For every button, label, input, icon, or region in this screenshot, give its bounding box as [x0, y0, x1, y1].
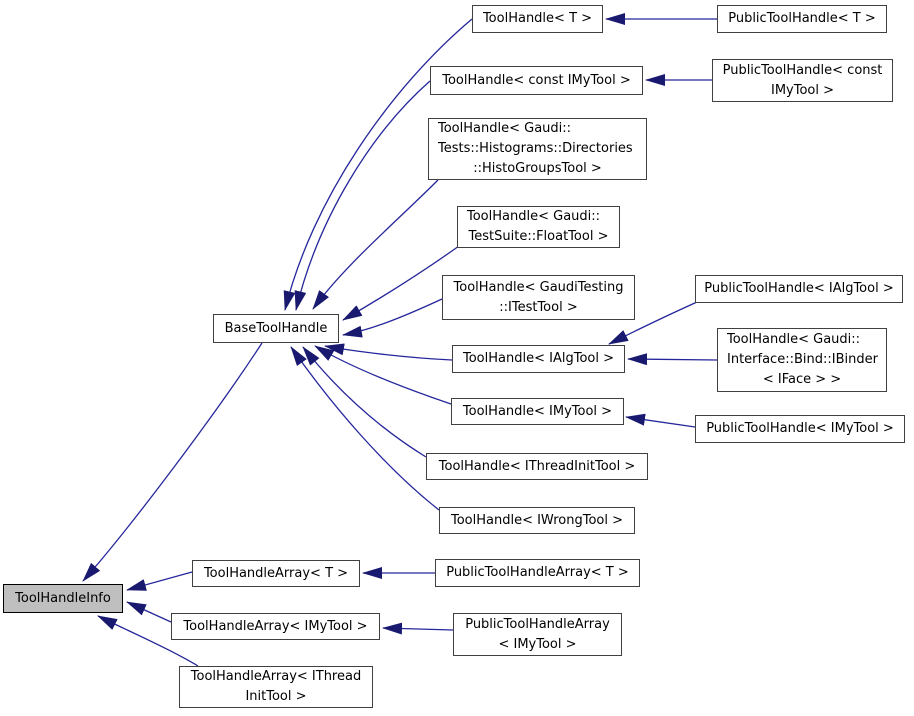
class-node-label-line: ToolHandleArray< IThread [190, 669, 362, 684]
inheritance-edge-tool-handle-itest-tool--to--base-tool-handle [342, 298, 443, 338]
class-node-tool-handle-array-t[interactable]: ToolHandleArray< T > [192, 560, 360, 587]
class-node-label-line: ToolHandleArray< T > [203, 565, 349, 581]
class-node-public-tool-handle-imytool[interactable]: PublicToolHandle< IMyTool > [695, 415, 905, 443]
inheritance-edge-tool-handle-ibinder-iface--to--tool-handle-ialgtool [627, 353, 718, 366]
inheritance-edge-tool-handle-array-t--to--tool-handle-info [126, 571, 193, 591]
class-node-label-line: PublicToolHandleArray< T > [446, 565, 629, 580]
class-node-label-line: PublicToolHandle< IAlgTool > [704, 281, 894, 296]
class-node-tool-handle-const-imytool[interactable]: ToolHandle< const IMyTool > [430, 66, 643, 95]
inheritance-edge-tool-handle-ialgtool--to--base-tool-handle [324, 343, 453, 361]
inheritance-edge-tool-handle-const-imytool--to--base-tool-handle [294, 80, 431, 311]
class-node-public-tool-handle-ialgtool[interactable]: PublicToolHandle< IAlgTool > [695, 275, 903, 303]
class-node-tool-handle-t[interactable]: ToolHandle< T > [472, 5, 603, 33]
inheritance-edge-tool-handle-array-imytool--to--tool-handle-info [126, 601, 172, 623]
class-node-tool-handle-float-tool[interactable]: ToolHandle< Gaudi::TestSuite::FloatTool … [457, 206, 620, 248]
class-node-tool-handle-ithread-init-tool[interactable]: ToolHandle< IThreadInitTool > [426, 453, 648, 480]
class-node-label-line: InitTool > [245, 689, 307, 704]
class-node-label-line: Tests::Histograms::Directories [438, 141, 633, 156]
class-node-label-line: ToolHandle< GaudiTesting [453, 279, 624, 295]
class-node-label-line: BaseToolHandle [224, 320, 328, 336]
class-node-label-line: ToolHandle< IMyTool > [462, 403, 613, 419]
class-node-label-line: TestSuite::FloatTool > [468, 229, 609, 244]
inheritance-edge-tool-handle-float-tool--to--base-tool-handle [342, 245, 460, 321]
class-node-tool-handle-ibinder-iface[interactable]: ToolHandle< Gaudi::Interface::Bind::IBin… [717, 328, 887, 392]
class-node-tool-handle-itest-tool[interactable]: ToolHandle< GaudiTesting::ITestTool > [442, 275, 635, 320]
class-node-label-line: ToolHandle< const IMyTool > [442, 72, 631, 88]
class-node-label-line: ToolHandle< IAlgTool > [463, 351, 614, 366]
class-node-tool-handle-imytool[interactable]: ToolHandle< IMyTool > [451, 398, 624, 425]
class-node-public-tool-handle-t[interactable]: PublicToolHandle< T > [717, 5, 887, 33]
inheritance-edge-base-tool-handle--to--tool-handle-info [82, 342, 263, 582]
inheritance-edge-public-tool-handle-array-imytool--to--tool-handle-array-imytool [382, 622, 454, 635]
class-node-label-line: PublicToolHandle< T > [728, 11, 876, 26]
class-node-tool-handle-iwrong-tool[interactable]: ToolHandle< IWrongTool > [439, 507, 635, 534]
class-node-label-line: ToolHandle< Gaudi:: [467, 209, 601, 224]
class-node-label-line: < IFace > > [762, 372, 842, 387]
class-node-label-line: Interface::Bind::IBinder [727, 352, 878, 367]
class-node-label-line: ToolHandle< IThreadInitTool > [438, 458, 636, 474]
class-node-label-line: ToolHandle< Gaudi:: [438, 121, 572, 136]
inheritance-edge-public-tool-handle-ialgtool--to--tool-handle-ialgtool [608, 301, 698, 345]
inheritance-edge-public-tool-handle-imytool--to--tool-handle-imytool [625, 413, 696, 428]
inheritance-edge-tool-handle-ithread-init-tool--to--base-tool-handle [302, 346, 427, 458]
class-node-label-line: ToolHandleArray< IMyTool > [183, 618, 368, 634]
edges-group [82, 12, 718, 667]
class-node-label-line: ::HistoGroupsTool > [473, 161, 602, 176]
class-node-tool-handle-ialgtool[interactable]: ToolHandle< IAlgTool > [452, 345, 625, 373]
class-node-label-line: ToolHandle< T > [482, 11, 593, 26]
inheritance-edge-tool-handle-t--to--base-tool-handle [283, 18, 473, 311]
inheritance-edge-tool-handle-histo-groups-tool--to--base-tool-handle [312, 179, 439, 310]
inheritance-edge-tool-handle-array-ithread-init-tool--to--tool-handle-info [97, 615, 199, 667]
class-node-tool-handle-array-imytool[interactable]: ToolHandleArray< IMyTool > [171, 613, 380, 640]
class-node-label-line: ToolHandleInfo [15, 590, 111, 606]
class-node-label-line: ToolHandle< Gaudi:: [727, 332, 861, 347]
class-node-label-line: ::ITestTool > [499, 299, 578, 315]
class-node-label-line: PublicToolHandle< const [722, 62, 883, 78]
class-node-label-line: IMyTool > [770, 82, 835, 98]
class-node-label-line: PublicToolHandleArray [465, 616, 610, 632]
class-node-label-line: < IMyTool > [498, 636, 577, 652]
class-node-base-tool-handle[interactable]: BaseToolHandle [213, 314, 339, 343]
inheritance-edge-tool-handle-imytool--to--base-tool-handle [314, 345, 452, 405]
inheritance-edge-tool-handle-iwrong-tool--to--base-tool-handle [290, 346, 440, 511]
class-node-tool-handle-info[interactable]: ToolHandleInfo [3, 584, 123, 613]
class-node-public-tool-handle-array-t[interactable]: PublicToolHandleArray< T > [435, 559, 640, 587]
class-node-label-line: PublicToolHandle< IMyTool > [706, 421, 894, 436]
class-node-tool-handle-histo-groups-tool[interactable]: ToolHandle< Gaudi::Tests::Histograms::Di… [428, 118, 647, 180]
class-node-label-line: ToolHandle< IWrongTool > [450, 512, 623, 528]
class-node-public-tool-handle-array-imytool[interactable]: PublicToolHandleArray < IMyTool > [453, 613, 622, 656]
